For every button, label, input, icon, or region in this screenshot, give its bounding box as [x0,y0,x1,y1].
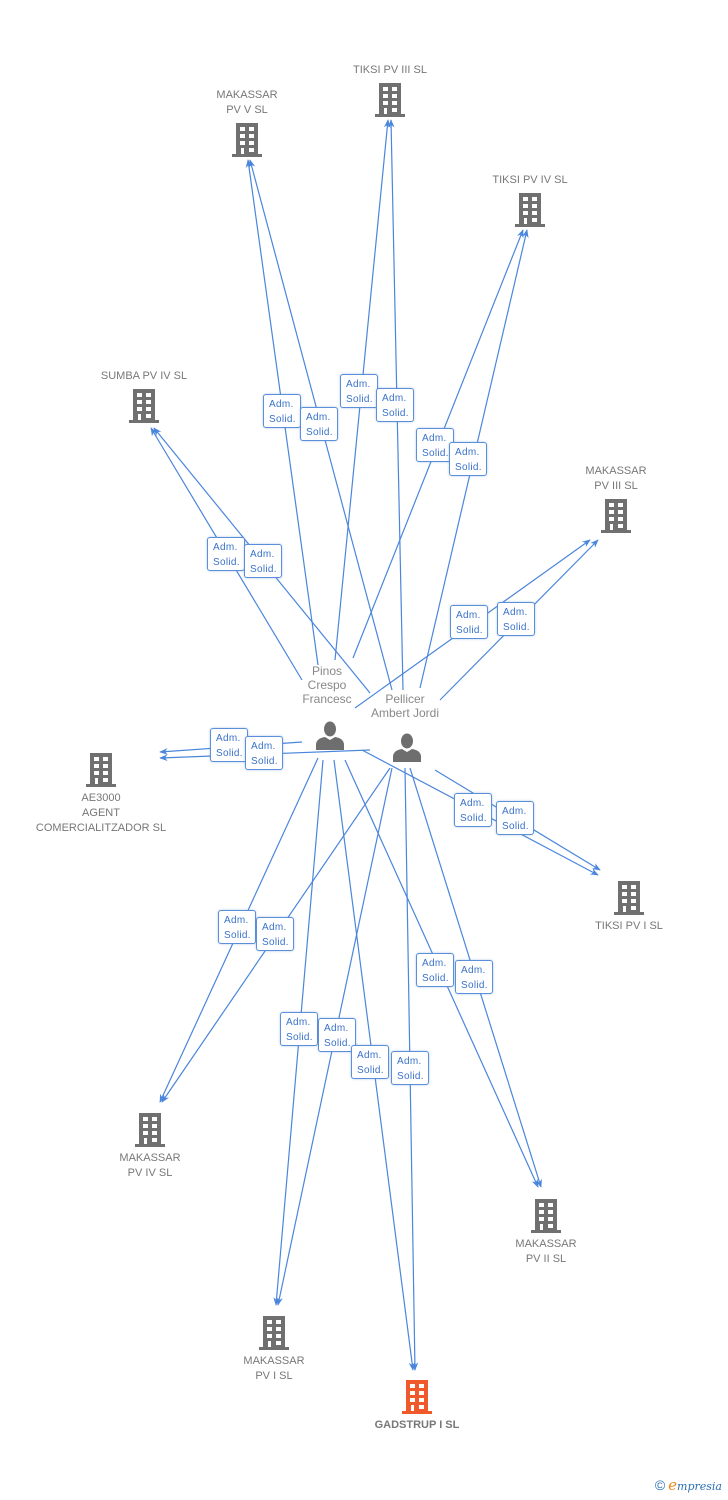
relation-badge[interactable]: Adm. Solid. [449,442,487,476]
company-building-icon[interactable] [129,389,159,428]
person-name-label[interactable]: Pellicer Ambert Jordi [370,692,440,720]
company-name-label[interactable]: MAKASSAR PV IV SL [119,1152,181,1179]
relation-badge[interactable]: Adm. Solid. [455,960,493,994]
company-building-icon[interactable] [232,123,262,162]
relation-badge[interactable]: Adm. Solid. [416,428,454,462]
company-building-icon[interactable] [614,881,644,920]
relation-badge[interactable]: Adm. Solid. [497,602,535,636]
company-name-label[interactable]: MAKASSAR PV V SL [216,89,278,116]
company-building-icon[interactable] [259,1316,289,1355]
relation-badge[interactable]: Adm. Solid. [210,728,248,762]
company-name-label[interactable]: SUMBA PV IV SL [100,370,188,382]
relation-badge[interactable]: Adm. Solid. [454,793,492,827]
company-building-icon[interactable] [86,753,116,792]
brand-name: mpresia [677,1480,722,1493]
company-building-icon[interactable] [135,1113,165,1152]
relation-badge[interactable]: Adm. Solid. [340,374,378,408]
relation-badge[interactable]: Adm. Solid. [376,388,414,422]
empresia-watermark[interactable]: ©empresia [655,1476,722,1494]
relation-badge[interactable]: Adm. Solid. [280,1012,318,1046]
company-building-icon[interactable] [375,83,405,122]
company-name-label[interactable]: AE3000 AGENT COMERCIALITZADOR SL [35,792,167,834]
relation-badge[interactable]: Adm. Solid. [256,917,294,951]
relation-badge[interactable]: Adm. Solid. [218,910,256,944]
company-building-icon[interactable] [515,193,545,232]
relation-badge[interactable]: Adm. Solid. [496,801,534,835]
company-name-label[interactable]: MAKASSAR PV II SL [515,1238,577,1265]
company-building-icon[interactable] [402,1380,432,1419]
relation-badge[interactable]: Adm. Solid. [351,1045,389,1079]
relation-badge[interactable]: Adm. Solid. [416,953,454,987]
relation-badge[interactable]: Adm. Solid. [244,544,282,578]
relation-badge[interactable]: Adm. Solid. [318,1018,356,1052]
person-icon[interactable] [315,720,345,755]
company-name-label[interactable]: GADSTRUP I SL [374,1419,460,1431]
company-name-label[interactable]: TIKSI PV III SL [353,64,427,76]
company-name-label[interactable]: TIKSI PV IV SL [492,174,568,186]
relation-badge[interactable]: Adm. Solid. [263,394,301,428]
company-building-icon[interactable] [601,499,631,538]
relation-badge[interactable]: Adm. Solid. [391,1051,429,1085]
person-name-label[interactable]: Pinos Crespo Francesc [302,664,352,706]
company-name-label[interactable]: TIKSI PV I SL [595,920,663,932]
company-name-label[interactable]: MAKASSAR PV III SL [585,465,647,492]
relation-badge[interactable]: Adm. Solid. [207,537,245,571]
brand-initial: e [668,1476,678,1494]
relation-badge[interactable]: Adm. Solid. [450,605,488,639]
relation-badge[interactable]: Adm. Solid. [300,407,338,441]
relation-badge[interactable]: Adm. Solid. [245,736,283,770]
person-icon[interactable] [392,732,422,767]
company-building-icon[interactable] [531,1199,561,1238]
company-name-label[interactable]: MAKASSAR PV I SL [243,1355,305,1382]
copyright-icon: © [654,1477,666,1493]
